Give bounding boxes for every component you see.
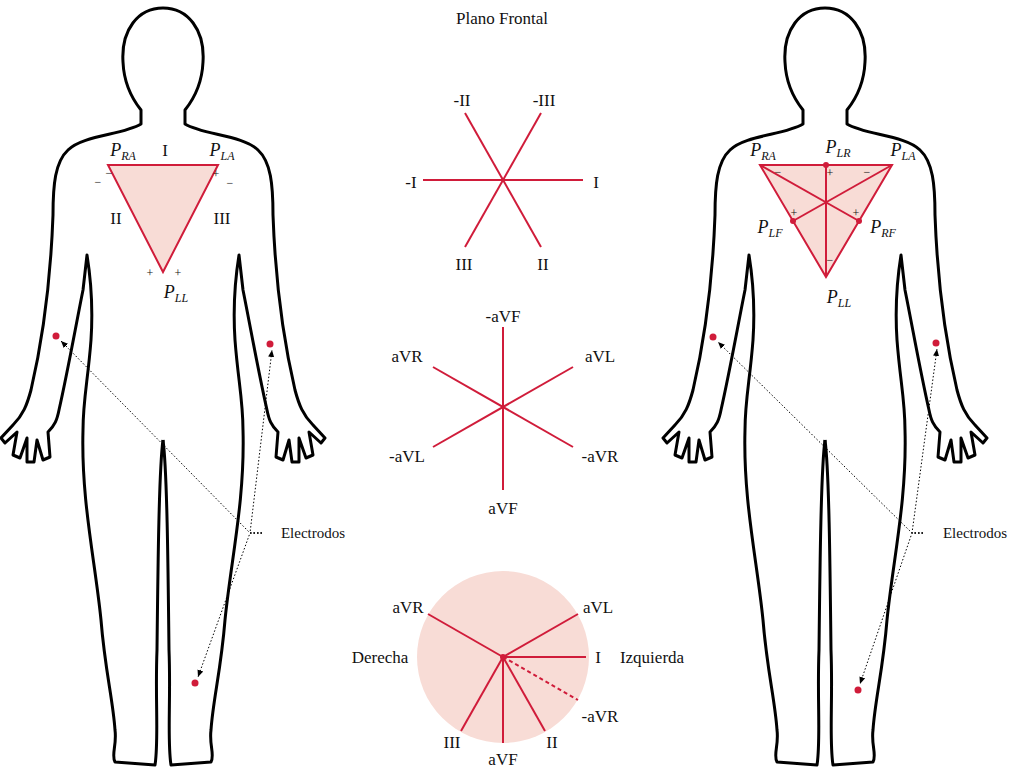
point-label: PRA (750, 141, 776, 162)
axis-label: I (595, 649, 601, 666)
side-label: Izquierda (620, 649, 684, 666)
polarity-sign: − (827, 254, 834, 266)
polarity-sign: + (147, 267, 154, 279)
body-outline (1, 8, 325, 765)
axis-label: -III (533, 92, 556, 109)
axis-label: aVF (488, 500, 517, 517)
callout-label: Electrodos (281, 526, 345, 541)
polarity-sign: + (827, 167, 834, 179)
axis-label: aVL (585, 348, 615, 365)
side-label: Derecha (352, 649, 409, 666)
axis-label: I (593, 174, 599, 191)
axis-label: -aVF (486, 308, 521, 325)
axis-label: -II (454, 92, 471, 109)
polarity-sign: − (775, 166, 782, 178)
augmented-axes (433, 327, 573, 490)
axis-label: -aVR (582, 708, 619, 725)
point-label: PLF (757, 218, 782, 239)
point-label: PRA (110, 141, 136, 162)
axis-label: III (444, 734, 461, 751)
polarity-sign: − (864, 166, 871, 178)
point-label: PLA (209, 141, 234, 162)
point-label: PRF (870, 218, 896, 239)
axis-label: aVR (392, 599, 423, 616)
axis-label: II (546, 734, 557, 751)
polarity-sign: + (175, 267, 182, 279)
node-dot (790, 162, 862, 224)
polarity-sign: − (95, 176, 102, 188)
polarity-sign: − (227, 177, 234, 189)
point-label: PLL (827, 288, 851, 309)
axis-label: aVF (488, 751, 517, 768)
axis-label: -I (405, 174, 416, 191)
axis-label: aVL (583, 599, 613, 616)
callout-label: Electrodos (943, 526, 1007, 541)
polarity-sign: + (213, 168, 220, 180)
lead-axes (423, 113, 583, 247)
lead-label: I (162, 142, 168, 159)
axis-label: II (537, 256, 548, 273)
axis-circle (417, 571, 589, 743)
point-label: PLL (164, 283, 188, 304)
axis-label: aVR (391, 348, 422, 365)
axis-label: -aVR (582, 448, 619, 465)
axis-label: -aVL (389, 448, 425, 465)
einthoven-triangle (108, 165, 218, 272)
point-label: PLR (825, 138, 850, 159)
point-label: PLA (890, 141, 915, 162)
body-outline (663, 8, 987, 765)
lead-label: III (214, 210, 231, 227)
diagram-title: Plano Frontal (456, 10, 548, 27)
axis-label: III (456, 256, 473, 273)
polarity-sign: − (106, 167, 113, 179)
polarity-sign: + (853, 207, 860, 219)
lead-label: II (110, 210, 121, 227)
polarity-sign: + (791, 207, 798, 219)
